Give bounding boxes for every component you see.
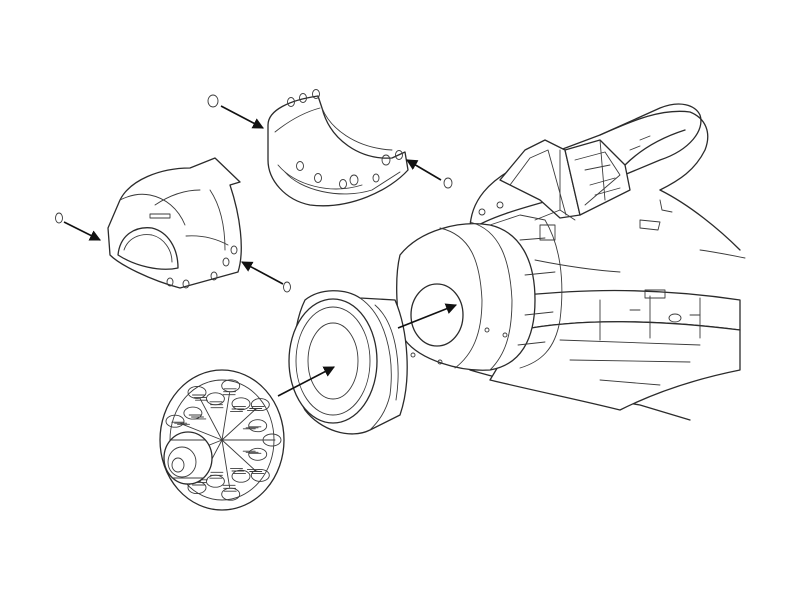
arrow-pin-to-lower-cowling <box>220 105 264 129</box>
arrow-pin-to-lower-cowling-right <box>406 159 442 181</box>
radial-engine <box>159 369 285 511</box>
pushrod <box>221 439 257 472</box>
arrow-pin-to-upper-cowling-bottom <box>241 261 284 285</box>
arrow-pin-to-upper-cowling <box>63 221 102 241</box>
arrow-ring-to-fuselage <box>397 303 458 329</box>
engine-cylinder-head <box>187 385 207 399</box>
pushrod <box>221 439 231 488</box>
pushrod <box>180 423 223 441</box>
engine-cylinder-head <box>165 414 185 428</box>
engine-cylinder-head <box>248 447 268 461</box>
engine-cylinder-head <box>183 406 203 420</box>
loose-pins-top <box>55 94 453 293</box>
pushrod <box>221 392 231 441</box>
engine-cylinder-head <box>250 398 270 412</box>
lower-cowling-panel <box>267 89 409 207</box>
engine-cylinder-head <box>248 419 268 433</box>
cowling-ring <box>288 290 408 435</box>
upper-cowling-panel <box>107 157 242 289</box>
engine-cylinder-head <box>231 469 251 483</box>
arrow-engine-to-ring <box>277 366 335 397</box>
engine-cylinder-head <box>231 397 251 411</box>
assembly-arrows <box>63 105 458 397</box>
aircraft-fuselage-nose <box>396 103 746 421</box>
pushrod <box>221 408 257 441</box>
cowling-front-opening <box>410 283 464 347</box>
pushrod <box>199 397 223 441</box>
engine-cylinder-head <box>250 468 270 482</box>
